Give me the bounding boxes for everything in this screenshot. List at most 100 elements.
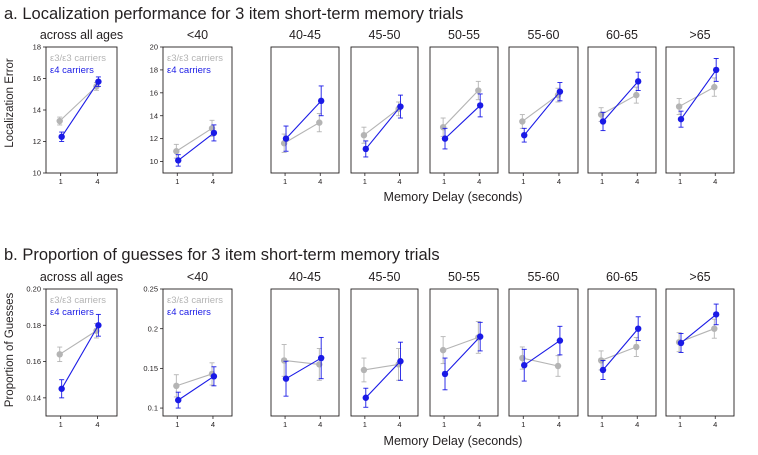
x-tick-label: 4 [713, 420, 717, 429]
y-tick-label: 0.16 [26, 357, 41, 366]
legend-e3: ε3/ε3 carriers [50, 295, 106, 306]
x-tick-label: 1 [600, 420, 604, 429]
data-point-e4 [317, 97, 325, 105]
y-tick-label: 18 [150, 66, 158, 75]
legend-e4: ε4 carriers [167, 65, 211, 76]
data-point-e4 [677, 339, 685, 347]
series-line-e4 [602, 81, 639, 122]
panel-title: 40-45 [289, 28, 321, 42]
x-tick-label: 4 [477, 420, 481, 429]
x-tick-label: 4 [635, 420, 639, 429]
series-line-e4 [61, 325, 99, 390]
x-tick-label: 4 [318, 177, 322, 186]
series-line-e4 [444, 105, 481, 140]
data-point-e3 [56, 351, 63, 358]
section-a-ylabel: Localization Error [4, 58, 16, 148]
series-line-e3 [363, 108, 399, 136]
data-point-e4 [58, 133, 65, 140]
x-tick-label: 1 [678, 177, 682, 186]
y-tick-label: 20 [150, 43, 158, 52]
panel-frame [270, 46, 340, 174]
data-point-e4 [521, 362, 528, 369]
panel-title: 60-65 [606, 28, 638, 42]
data-point-e4 [634, 78, 642, 85]
legend-e4: ε4 carriers [50, 307, 94, 318]
panel-title: 45-50 [369, 270, 401, 284]
x-tick-label: 1 [600, 177, 604, 186]
series-line-e3 [521, 94, 559, 122]
series-line-e3 [363, 363, 399, 371]
section-b-xlabel: Memory Delay (seconds) [384, 434, 523, 448]
panel-title: 50-55 [448, 28, 480, 42]
series-line-e3 [176, 373, 213, 387]
data-point-e3 [475, 87, 482, 94]
data-point-e4 [441, 370, 449, 378]
panel-title: 50-55 [448, 270, 480, 284]
y-tick-label: 0.2 [148, 324, 158, 333]
x-tick-label: 4 [95, 177, 99, 186]
series-line-e4 [365, 360, 401, 399]
panel-title: across all ages [40, 28, 123, 42]
y-tick-label: 12 [150, 134, 158, 143]
panel-title: <40 [187, 28, 208, 42]
data-point-e4 [521, 132, 528, 139]
data-point-e3 [519, 118, 526, 125]
data-point-e4 [476, 333, 484, 340]
x-tick-label: 1 [521, 420, 525, 429]
y-tick-label: 16 [150, 88, 158, 97]
data-point-e4 [677, 115, 685, 123]
series-line-e3 [59, 330, 97, 355]
data-point-e4 [282, 135, 290, 142]
data-point-e3 [173, 148, 180, 155]
legend-e3: ε3/ε3 carriers [50, 53, 106, 64]
panel-title: >65 [689, 28, 710, 42]
y-tick-label: 0.20 [26, 285, 41, 294]
x-tick-label: 4 [397, 177, 401, 186]
x-tick-label: 4 [713, 177, 717, 186]
series-line-e3 [600, 94, 637, 116]
x-tick-label: 4 [211, 177, 215, 186]
panel-title: 40-45 [289, 270, 321, 284]
data-point-e4 [599, 118, 607, 125]
data-point-e4 [712, 66, 720, 74]
y-tick-label: 0.25 [143, 285, 158, 294]
series-line-e3 [442, 336, 479, 351]
data-point-e4 [476, 102, 484, 109]
x-tick-label: 1 [442, 177, 446, 186]
x-tick-label: 1 [175, 177, 179, 186]
series-line-e3 [284, 359, 320, 365]
y-tick-label: 18 [33, 43, 41, 52]
panel-title: <40 [187, 270, 208, 284]
data-point-e3 [439, 346, 447, 354]
y-tick-label: 14 [33, 106, 41, 115]
data-point-e4 [599, 366, 607, 374]
x-tick-label: 1 [521, 177, 525, 186]
series-line-e3 [522, 357, 559, 367]
legend-e4: ε4 carriers [50, 65, 94, 76]
series-line-e4 [523, 340, 561, 366]
x-tick-label: 4 [95, 420, 99, 429]
data-point-e4 [95, 78, 102, 85]
data-point-e3 [360, 366, 368, 374]
series-line-e4 [680, 69, 717, 120]
x-tick-label: 1 [59, 177, 63, 186]
chart-panel: >65 1 4 [665, 28, 735, 186]
data-point-e4 [556, 88, 564, 95]
x-tick-label: 1 [283, 177, 287, 186]
data-point-e3 [173, 382, 180, 390]
x-tick-label: 4 [635, 177, 639, 186]
series-line-e4 [177, 375, 215, 401]
data-point-e4 [397, 103, 404, 110]
data-point-e3 [675, 103, 683, 110]
panel-title: 55-60 [528, 270, 560, 284]
x-tick-label: 4 [211, 420, 215, 429]
